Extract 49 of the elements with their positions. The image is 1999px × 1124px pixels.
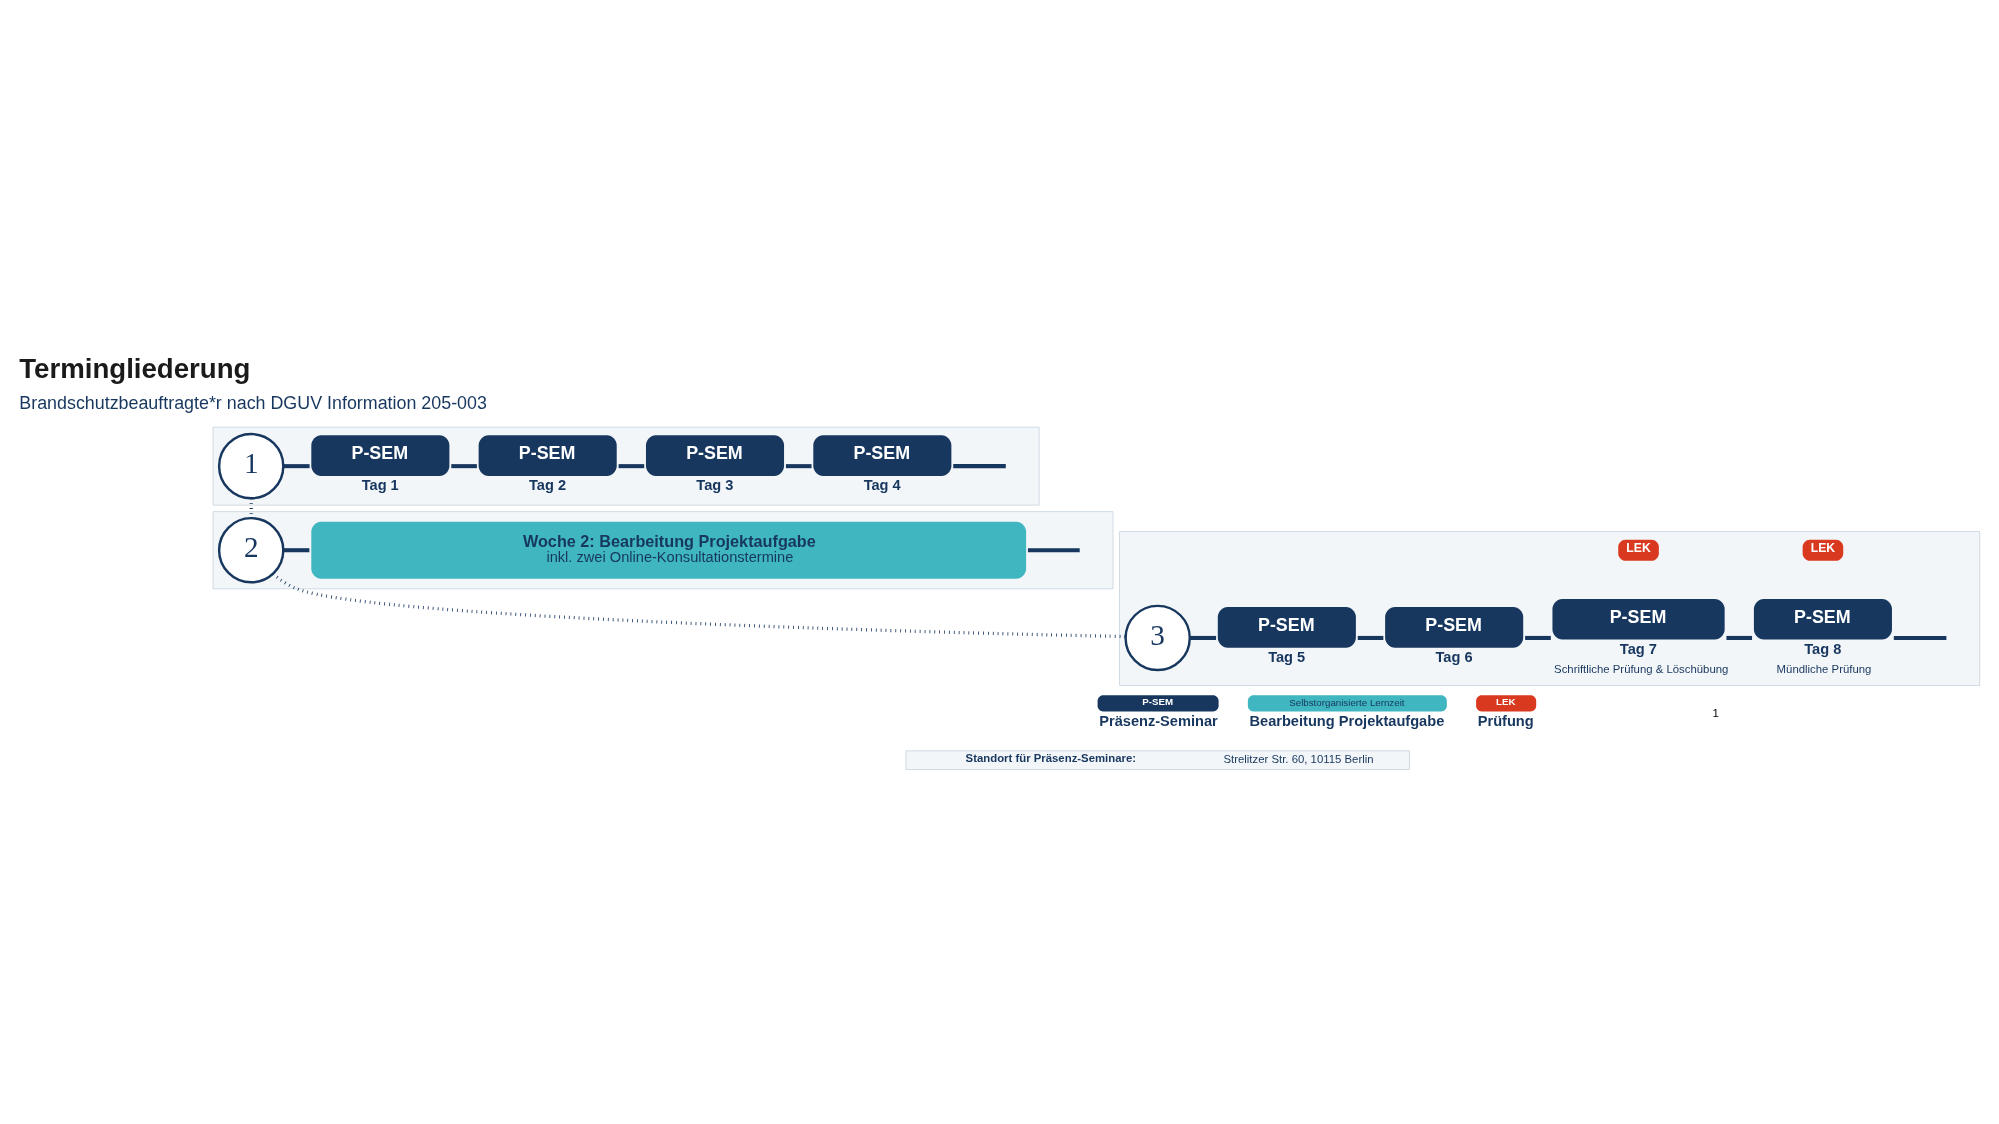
node-box: P-SEM — [1385, 607, 1524, 648]
node-box: P-SEM — [813, 435, 952, 476]
node-box: P-SEM — [645, 435, 785, 476]
node-box: LEK — [1802, 539, 1844, 561]
node-label: Prüfung — [1477, 712, 1534, 729]
diagram-title: Termingliederung — [19, 352, 251, 384]
label: 1 — [1712, 706, 1719, 719]
connector — [1027, 548, 1080, 553]
node-label: Tag 2 — [529, 477, 567, 494]
node-label: Tag 5 — [1268, 648, 1306, 665]
connector — [283, 548, 310, 553]
node-label: Mündliche Prüfung — [1776, 663, 1872, 676]
node-label: Präsenz-Seminar — [1099, 712, 1218, 729]
node-label: Tag 8 — [1804, 640, 1842, 657]
cluster — [212, 511, 1114, 590]
connector — [283, 464, 310, 469]
node-label: Tag 6 — [1435, 648, 1473, 665]
node-box: P-SEM — [311, 435, 450, 476]
node-box: P-SEM — [1097, 695, 1219, 712]
node-box: P-SEM — [478, 435, 617, 476]
connector — [953, 464, 1006, 469]
cluster — [1119, 531, 1981, 686]
node-label: Tag 4 — [863, 477, 901, 494]
cluster — [212, 426, 1040, 506]
node-circle: 1 — [217, 432, 285, 500]
node-box: P-SEM — [1217, 607, 1356, 648]
connector — [1893, 635, 1947, 640]
connector — [1726, 635, 1753, 640]
connector — [1525, 635, 1551, 640]
node-box: Woche 2: Bearbeitung Projektaufgabe inkl. zwei Online-Konsultationstermine — [311, 521, 1027, 579]
node-box: Selbstorganisierte Lernzeit — [1247, 695, 1447, 712]
connector — [451, 464, 477, 469]
node-box: LEK — [1476, 695, 1537, 712]
connector — [272, 572, 1126, 639]
node-box: P-SEM — [1753, 598, 1892, 640]
connector — [785, 464, 812, 469]
node-label: Schriftliche Prüfung & Löschübung — [1554, 663, 1729, 676]
label: Brandschutzbeauftragte*r nach DGUV Information 205-003 — [19, 392, 487, 413]
node-label: Tag 1 — [361, 477, 399, 494]
connector — [1357, 635, 1384, 640]
node-label: Tag 7 — [1619, 640, 1657, 657]
connector — [1190, 635, 1217, 640]
node-circle: 2 — [217, 516, 285, 584]
connector — [618, 464, 645, 469]
node-circle: 3 — [1124, 604, 1191, 672]
node-box: P-SEM — [1552, 598, 1725, 640]
node-box: LEK — [1618, 539, 1659, 561]
node-label: Tag 3 — [696, 477, 734, 494]
node-label: Bearbeitung Projektaufgabe — [1249, 712, 1445, 729]
